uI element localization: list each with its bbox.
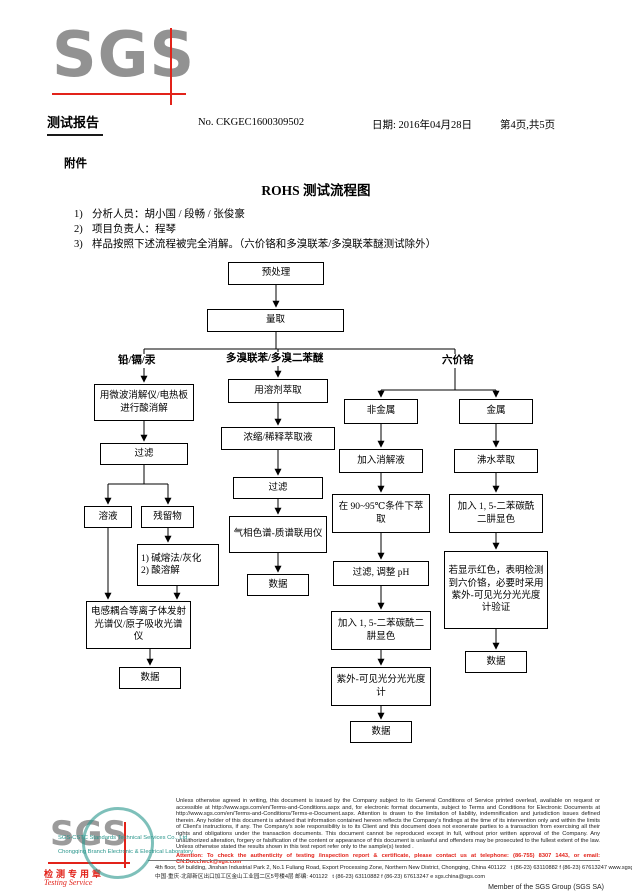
- note-number: 1): [74, 209, 83, 220]
- footer-divider: [148, 860, 600, 861]
- address-cn-text: 中国·重庆·北部新区出口加工区金山工业园二区5号楼4层 邮编: 401122: [155, 874, 328, 880]
- branch-label-pbb-pbde: 多溴联苯/多溴二苯醚: [224, 352, 326, 366]
- report-number: No. CKGEC1600309502: [198, 117, 305, 128]
- note-item-1: 1) 分析人员：胡小国 / 段畅 / 张俊豪: [74, 207, 574, 222]
- flow-box-extract-90-95: 在 90~95℃条件下萃取: [332, 494, 430, 533]
- logo-red-line-horizontal: [52, 93, 186, 95]
- logo-red-line-vertical: [170, 28, 172, 105]
- notes-list: 1) 分析人员：胡小国 / 段畅 / 张俊豪 2) 项目负责人：程琴 3) 样品…: [74, 207, 574, 252]
- flow-box-data-metal: 数据: [465, 651, 527, 673]
- contact-en-text: t (86-23) 63110882 f (86-23) 67613247 ww…: [510, 865, 632, 871]
- authenticity-attention-text: Attention: To check the authenticity of …: [176, 852, 600, 866]
- flow-box-measure: 量取: [207, 309, 344, 332]
- testing-seal-cn-text: 检测专用章: [44, 869, 105, 879]
- note-text: 项目负责人：程琴: [92, 224, 176, 235]
- flow-box-alkali-fusion: 1) 碱熔法/灰化 2) 酸溶解: [137, 544, 219, 586]
- address-en-text: 4th floor, 5# building, Jinshan Industri…: [155, 865, 506, 871]
- flow-box-add-digestion-liquid: 加入消解液: [339, 449, 423, 473]
- flow-box-metal: 金属: [459, 399, 533, 424]
- note-number: 3): [74, 239, 83, 250]
- address-line-en: 4th floor, 5# building, Jinshan Industri…: [155, 864, 632, 872]
- attachment-label: 附件: [64, 158, 87, 170]
- stamp-company-line2: Chongqing Branch Electronic & Electrical…: [58, 849, 194, 855]
- flow-box-filter-adjust-ph: 过滤, 调整 pH: [333, 561, 429, 586]
- note-item-3: 3) 样品按照下述流程被完全消解。（六价铬和多溴联苯/多溴联苯醚测试除外）: [74, 237, 574, 252]
- report-date: 日期: 2016年04月28日: [372, 120, 473, 131]
- flow-box-red-color-check: 若显示红色，表明检测到六价铬，必要时采用紫外-可见光分光光度计验证: [444, 551, 548, 629]
- flow-box-add-colorant-nonmetal: 加入 1, 5-二苯碳酰二肼显色: [331, 611, 431, 650]
- flow-box-boiling-water-extraction: 沸水萃取: [454, 449, 538, 473]
- flow-box-solvent-extraction: 用溶剂萃取: [228, 379, 328, 403]
- page-title: ROHS 测试流程图: [261, 183, 371, 198]
- flow-box-pretreatment: 预处理: [228, 262, 324, 285]
- legal-disclaimer-block: Unless otherwise agreed in writing, this…: [176, 798, 600, 866]
- flow-box-data-left: 数据: [119, 667, 181, 689]
- flow-box-data-middle: 数据: [247, 574, 309, 596]
- branch-label-hexavalent-chromium: 六价铬: [440, 354, 476, 368]
- legal-disclaimer-text: Unless otherwise agreed in writing, this…: [176, 798, 600, 851]
- stamp-company-line1: SGS-CSTC Standards Technical Services Co…: [58, 835, 190, 841]
- testing-seal-en-text: Testing Service: [44, 878, 93, 887]
- testing-service-stamp: SGS 检测专用章 Testing Service SGS-CSTC Stand…: [26, 804, 196, 892]
- flow-box-concentrate: 浓缩/稀释萃取液: [221, 427, 335, 450]
- flow-box-add-colorant-metal: 加入 1, 5-二苯碳酰二肼显色: [449, 494, 543, 533]
- note-text: 分析人员：胡小国 / 段畅 / 张俊豪: [92, 209, 245, 220]
- branch-label-lead-cadmium-mercury: 铅/镉/汞: [116, 354, 158, 368]
- round-seal-icon: [82, 807, 154, 879]
- flow-box-solution: 溶液: [84, 506, 132, 528]
- flow-box-nonmetal: 非金属: [344, 399, 418, 424]
- flow-box-filter-left: 过滤: [100, 443, 188, 465]
- sgs-group-member-text: Member of the SGS Group (SGS SA): [488, 884, 604, 891]
- note-number: 2): [74, 224, 83, 235]
- contact-cn-text: t (86-23) 63110882 f (86-23) 67613247 e …: [332, 874, 486, 880]
- flow-box-filter-middle: 过滤: [233, 477, 323, 499]
- flow-box-icp-aas: 电感耦合等离子体发射光谱仪/原子吸收光谱仪: [86, 601, 191, 649]
- flow-box-gcms: 气相色谱-质谱联用仪: [229, 516, 327, 553]
- flow-box-data-nonmetal: 数据: [350, 721, 412, 743]
- note-text: 样品按照下述流程被完全消解。（六价铬和多溴联苯/多溴联苯醚测试除外）: [92, 239, 437, 250]
- flow-box-uv-vis-spectrophotometer: 紫外-可见光分光光度计: [331, 667, 431, 706]
- flow-box-residue: 残留物: [141, 506, 194, 528]
- note-item-2: 2) 项目负责人：程琴: [74, 222, 574, 237]
- page-indicator: 第4页,共5页: [500, 120, 556, 131]
- doc-type-label: 测试报告: [47, 112, 104, 136]
- flow-box-acid-digestion: 用微波消解仪/电热板进行酸消解: [94, 384, 194, 421]
- address-line-cn: 中国·重庆·北部新区出口加工区金山工业园二区5号楼4层 邮编: 401122 t…: [155, 873, 605, 881]
